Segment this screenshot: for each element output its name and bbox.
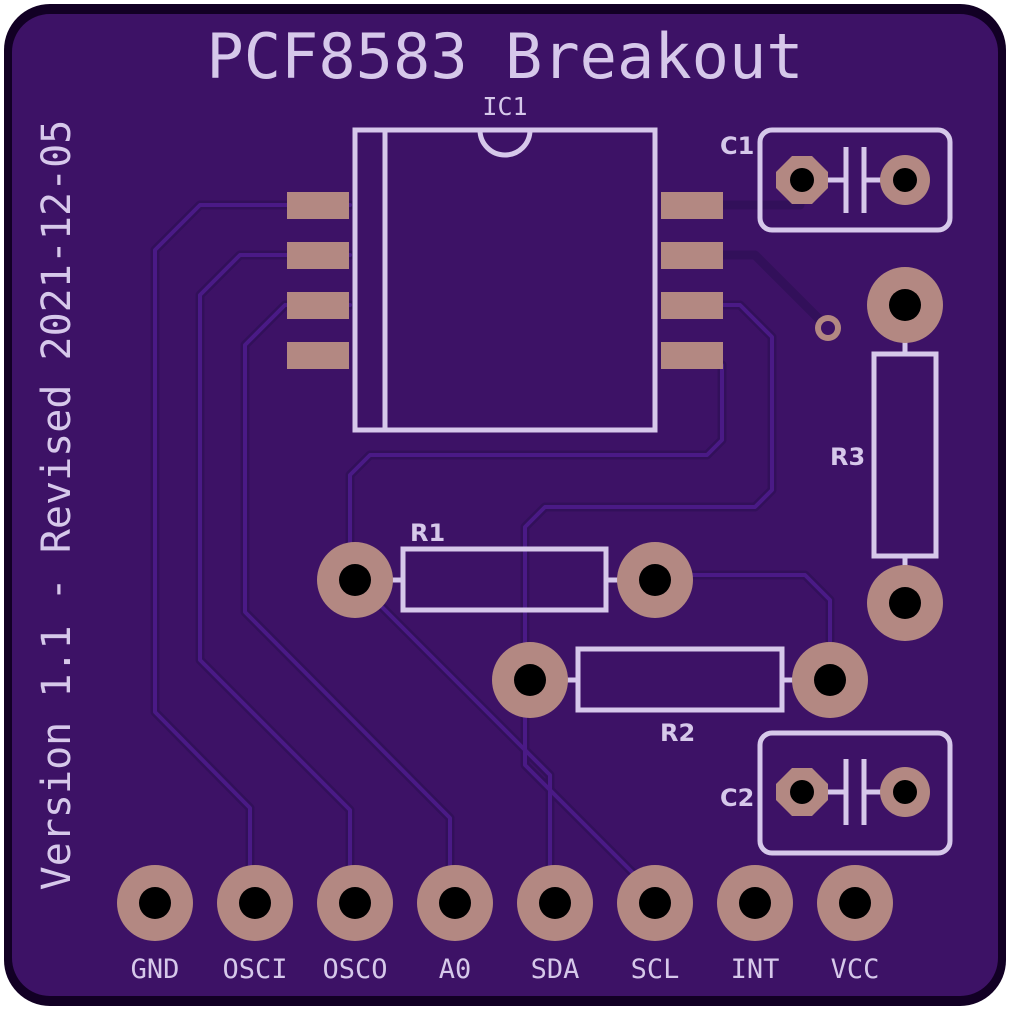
r2-label: R2 (660, 719, 695, 747)
header-label-scl: SCL (631, 954, 680, 985)
ic1-pad-4 (287, 342, 349, 369)
c1-component: C1 (720, 127, 953, 233)
header-drill-osci (239, 887, 271, 919)
header-label-vcc: VCC (831, 954, 880, 985)
ic1-pad-1 (287, 192, 349, 219)
r2-component: R2 (492, 642, 868, 747)
r3-drill-1 (889, 289, 921, 321)
header-drill-gnd (139, 887, 171, 919)
c2-outline (757, 730, 953, 856)
c2-label: C2 (720, 784, 754, 812)
ic1-pad-8 (661, 192, 723, 219)
header-label-osci: OSCI (222, 954, 287, 985)
r2-drill-1 (514, 664, 546, 696)
ic1-component: IC1 (287, 92, 723, 433)
header-drill-sda (539, 887, 571, 919)
c1-drill-1 (790, 168, 814, 192)
header-label-a0: A0 (439, 954, 472, 985)
r3-component: R3 (830, 267, 943, 641)
ic1-pad-3 (287, 292, 349, 319)
board-title: PCF8583 Breakout (206, 20, 803, 93)
header-pins: GND OSCI OSCO A0 SDA SCL INT VCC (117, 865, 893, 985)
ic1-pad-6 (661, 292, 723, 319)
header-drill-scl (639, 887, 671, 919)
c2-drill-2 (893, 780, 917, 804)
ic1-pad-2 (287, 242, 349, 269)
r3-drill-2 (889, 587, 921, 619)
c2-component: C2 (720, 730, 953, 856)
header-drill-vcc (839, 887, 871, 919)
r1-label: R1 (410, 519, 445, 547)
ic1-outline (352, 127, 658, 433)
header-label-sda: SDA (531, 954, 580, 985)
via (815, 315, 841, 341)
r1-component: R1 (317, 519, 693, 618)
board-substrate (12, 14, 998, 996)
c1-outline (757, 127, 953, 233)
r3-label: R3 (830, 443, 865, 471)
c1-drill-2 (893, 168, 917, 192)
board-version: Version 1.1 - Revised 2021-12-05 (34, 120, 80, 891)
ic1-notch (477, 129, 533, 158)
c1-label: C1 (720, 132, 754, 160)
header-label-int: INT (731, 954, 780, 985)
ic1-pad-5 (661, 342, 723, 369)
header-label-gnd: GND (131, 954, 180, 985)
via-hole (821, 321, 835, 335)
c2-drill-1 (790, 780, 814, 804)
header-drill-int (739, 887, 771, 919)
r1-drill-1 (339, 564, 371, 596)
r1-drill-2 (639, 564, 671, 596)
r2-drill-2 (814, 664, 846, 696)
header-drill-a0 (439, 887, 471, 919)
header-label-osco: OSCO (322, 954, 387, 985)
ic1-pad-7 (661, 242, 723, 269)
ic1-label: IC1 (482, 92, 527, 121)
header-drill-osco (339, 887, 371, 919)
